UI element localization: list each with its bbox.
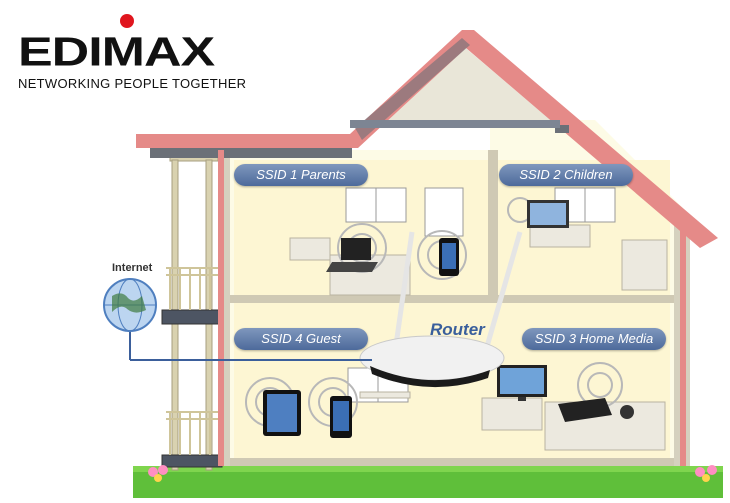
brand-name: EDIMAX	[18, 29, 215, 75]
ssid2-label: SSID 2 Children	[499, 164, 633, 186]
tablet-icon	[263, 390, 301, 436]
phone-icon	[439, 238, 459, 276]
game-console-icon	[558, 398, 634, 422]
brand-dot	[120, 14, 134, 28]
phone-icon	[330, 396, 352, 438]
brand-tagline: NETWORKING PEOPLE TOGETHER	[18, 76, 247, 91]
ssid3-label: SSID 3 Home Media	[522, 328, 666, 350]
globe-icon	[103, 278, 157, 332]
ssid4-label: SSID 4 Guest	[234, 328, 368, 350]
flower-decoration	[148, 465, 717, 482]
balcony	[161, 154, 223, 471]
tv-icon	[497, 365, 547, 401]
laptop-icon	[527, 200, 569, 228]
laptop-icon	[326, 238, 378, 272]
edimax-logo: EDIMAX NETWORKING PEOPLE TOGETHER	[18, 12, 284, 92]
ssid1-label: SSID 1 Parents	[234, 164, 368, 186]
router-icon	[359, 231, 523, 388]
router-label: Router	[430, 320, 485, 339]
internet-label: Internet	[112, 262, 153, 274]
